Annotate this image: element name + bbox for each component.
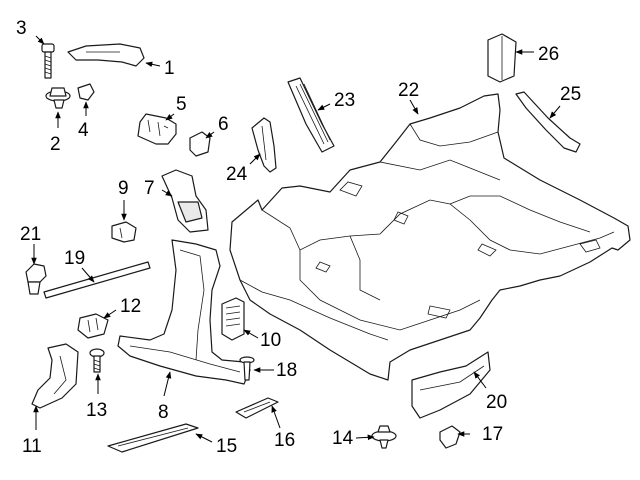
callout-3: 3 <box>16 18 27 39</box>
callout-8: 8 <box>158 402 169 423</box>
callout-16: 16 <box>274 430 295 451</box>
part-26-panel <box>487 33 517 83</box>
part-7-pillar-trim <box>161 169 209 233</box>
part-15-sill-plate <box>107 423 199 453</box>
part-14-clip <box>371 425 397 449</box>
part-6-clip <box>189 131 211 157</box>
callout-11: 11 <box>22 436 42 457</box>
callout-10: 10 <box>260 330 281 351</box>
callout-20: 20 <box>486 392 507 413</box>
part-23-floor-mat <box>287 77 335 153</box>
leader-lines <box>31 35 561 443</box>
callout-6: 6 <box>218 114 229 135</box>
part-11-trim <box>31 343 79 409</box>
part-12-bracket <box>77 313 109 339</box>
callout-1: 1 <box>164 58 175 79</box>
callout-18: 18 <box>276 360 297 381</box>
callout-4: 4 <box>78 120 89 141</box>
part-5-bracket <box>137 113 177 145</box>
callout-15: 15 <box>216 436 237 457</box>
callout-21: 21 <box>20 224 41 245</box>
part-3-bolt <box>41 43 55 79</box>
part-17-clip <box>439 425 461 449</box>
callout-17: 17 <box>482 424 503 445</box>
part-8-pillar-trim <box>117 239 251 385</box>
part-21-clip <box>25 263 47 295</box>
part-4-clip <box>77 83 95 101</box>
callout-23: 23 <box>334 90 355 111</box>
part-25-trim <box>515 91 581 153</box>
part-1-cover <box>67 43 145 67</box>
part-2-clip <box>45 87 71 109</box>
callout-7: 7 <box>144 178 155 199</box>
callout-5: 5 <box>176 94 187 115</box>
callout-14: 14 <box>332 428 354 449</box>
part-13-screw <box>89 348 105 373</box>
part-10-vent <box>221 297 245 341</box>
callout-25: 25 <box>560 84 581 105</box>
part-19-strip <box>43 261 151 299</box>
callout-12: 12 <box>120 296 141 317</box>
callout-9: 9 <box>118 178 129 199</box>
callout-22: 22 <box>398 80 419 101</box>
part-9-clip <box>111 221 137 243</box>
callout-13: 13 <box>86 400 107 421</box>
part-16-sill-plate <box>235 397 279 419</box>
floor-carpet-part <box>229 93 631 381</box>
part-18-push-pin <box>239 356 255 381</box>
part-24-pillar-piece <box>251 117 277 173</box>
part-20-trim-panel <box>411 351 491 419</box>
callout-26: 26 <box>538 44 559 65</box>
callout-24: 24 <box>226 164 248 185</box>
callout-19: 19 <box>64 248 85 269</box>
callout-labels: 1 2 3 4 5 6 7 8 9 10 11 12 13 14 15 16 1… <box>16 18 581 457</box>
callout-2: 2 <box>50 134 61 155</box>
